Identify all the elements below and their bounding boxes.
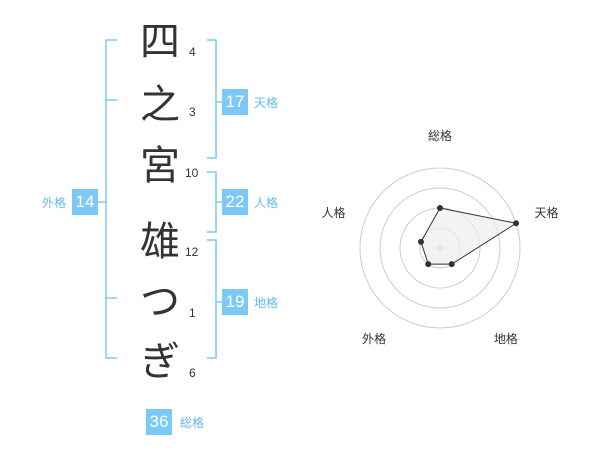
radar-ring	[359, 167, 521, 329]
stroke-count-1: 4	[189, 45, 196, 59]
radar-axis-label-5: 人格	[321, 206, 346, 221]
name-char-1: 四	[140, 19, 180, 65]
radar-point-2	[513, 220, 520, 227]
radar-series-polygon	[420, 207, 518, 265]
radar-point-1	[437, 205, 443, 211]
gaikaku-value: 14	[72, 189, 98, 215]
jinkaku-value: 22	[222, 189, 248, 215]
radar-point-4	[425, 261, 432, 268]
tenkaku-label: 天格	[254, 96, 279, 110]
stroke-count-2: 3	[189, 105, 196, 119]
chikaku-label: 地格	[254, 296, 279, 310]
chikaku-value: 19	[222, 289, 248, 315]
name-char-5: つ	[140, 279, 180, 325]
jinkaku-label: 人格	[254, 196, 279, 210]
name-char-2: 之	[140, 82, 180, 128]
stroke-count-5: 1	[189, 306, 196, 320]
radar-axis-label-4: 外格	[362, 331, 387, 346]
gaikaku-label: 外格	[42, 196, 67, 210]
radar-axis-label-1: 総格	[427, 129, 453, 143]
stroke-count-6: 6	[189, 366, 196, 380]
radar-ring	[379, 187, 501, 309]
stroke-count-3: 10	[185, 166, 199, 180]
soukaku-value: 36	[146, 409, 172, 435]
radar-axis-label-2: 天格	[534, 206, 559, 221]
soukaku-label: 総格	[180, 416, 205, 430]
radar-point-3	[448, 261, 455, 268]
tenkaku-bracket	[207, 39, 217, 159]
name-char-6: ぎ	[140, 339, 180, 385]
stroke-count-4: 12	[185, 245, 199, 259]
tenkaku-value: 17	[222, 89, 248, 115]
radar-axis-label-3: 地格	[493, 331, 518, 346]
name-char-4: 雄	[140, 219, 180, 265]
radar-point-5	[417, 238, 424, 245]
gaikaku-bracket	[105, 39, 117, 359]
chikaku-bracket	[207, 239, 217, 359]
name-char-3: 宮	[140, 143, 180, 189]
